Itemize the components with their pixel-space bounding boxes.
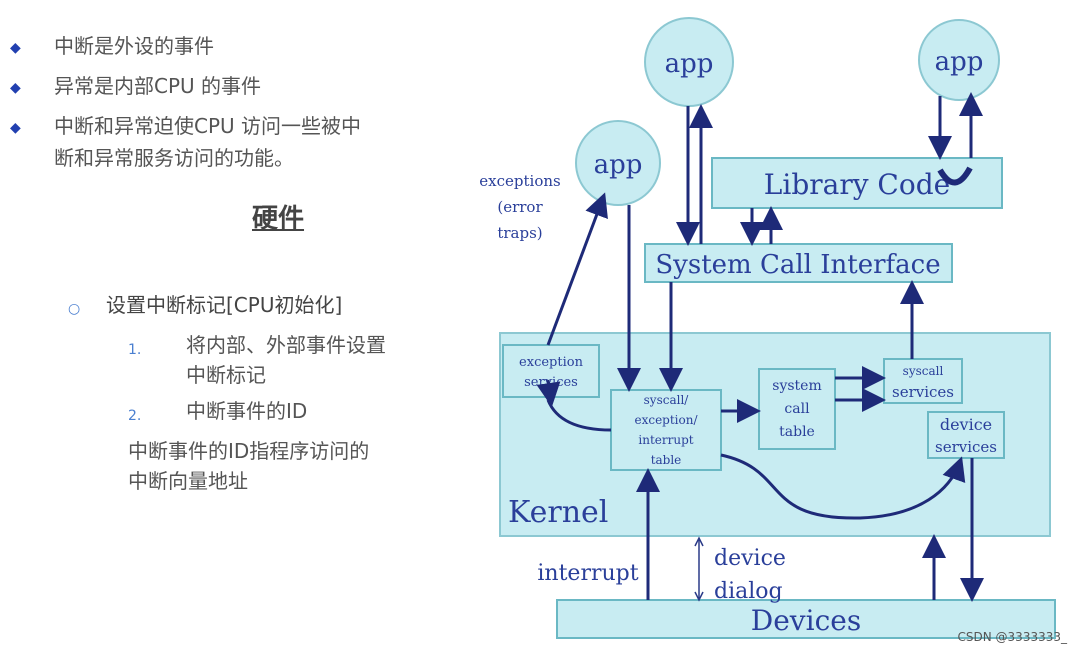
watermark: CSDN @3333333_ xyxy=(957,630,1067,644)
bullet-dot: ◆ xyxy=(10,40,21,56)
system-call-table-line-3: table xyxy=(779,424,815,440)
bullet-text-3: 中断和异常迫使CPU 访问一些被中 xyxy=(54,114,362,138)
note-line-2: 中断向量地址 xyxy=(128,469,248,493)
kernel-label: Kernel xyxy=(508,495,608,530)
device-services-box xyxy=(927,411,1005,459)
library-code-label: Library Code xyxy=(764,168,950,201)
library-call-curve xyxy=(937,166,973,186)
exception-services-line-2: services xyxy=(524,375,578,390)
devices-label: Devices xyxy=(751,604,861,637)
list-number-2: 2. xyxy=(128,408,142,424)
exceptions-label-line-2: (error xyxy=(497,198,543,216)
bullet-text-3-cont: 断和异常服务访问的功能。 xyxy=(54,146,294,170)
devices-box xyxy=(556,599,1056,639)
list-item-1-line-1: 将内部、外部事件设置 xyxy=(186,333,386,357)
system-call-table-line-1: system xyxy=(772,378,821,394)
note-line-1: 中断事件的ID指程序访问的 xyxy=(128,439,370,463)
device-services-line-1: device xyxy=(940,415,992,434)
left-text-panel: ◆ 中断是外设的事件 ◆ 异常是内部CPU 的事件 ◆ 中断和异常迫使CPU 访… xyxy=(0,0,470,654)
syscall-services-line-1: syscall xyxy=(903,364,944,378)
handler-table-line-3: interrupt xyxy=(638,433,693,447)
system-call-table-box xyxy=(758,368,836,450)
list-number-1: 1. xyxy=(128,342,142,358)
system-call-table-line-2: call xyxy=(784,401,810,417)
interrupt-label: interrupt xyxy=(537,561,638,586)
exceptions-label-line-1: exceptions xyxy=(479,172,560,190)
list-item-2-line-1: 中断事件的ID xyxy=(186,399,308,423)
hardware-heading: 硬件 xyxy=(252,204,305,234)
system-call-interface-label: System Call Interface xyxy=(655,250,940,280)
device-dialog-arrowhead-up xyxy=(694,536,704,547)
sub-bullet-dot: ○ xyxy=(68,301,81,317)
bullet-text-1: 中断是外设的事件 xyxy=(54,34,214,58)
device-services-line-2: services xyxy=(935,438,997,456)
exception-services-line-1: exception xyxy=(519,355,584,370)
handler-table-line-1: syscall/ xyxy=(644,393,690,407)
device-dialog-line-1: device xyxy=(714,546,786,571)
handler-table-line-4: table xyxy=(651,453,682,467)
syscall-services-line-2: services xyxy=(892,383,954,401)
list-item-1-line-2: 中断标记 xyxy=(186,363,266,387)
app-right-label: app xyxy=(935,47,984,77)
bullet-dot: ◆ xyxy=(10,80,21,96)
bullet-dot: ◆ xyxy=(10,120,21,136)
arrow-exception-to-app xyxy=(546,192,608,346)
app-left-circle xyxy=(575,120,661,206)
exceptions-label-line-3: traps) xyxy=(497,224,542,242)
app-left-label: app xyxy=(594,150,643,180)
app-center-label: app xyxy=(665,49,714,79)
bullet-text-2: 异常是内部CPU 的事件 xyxy=(54,74,262,98)
arrow-into-exception-services xyxy=(536,379,561,407)
device-dialog-arrowhead-down xyxy=(694,591,704,602)
system-call-interface-box xyxy=(644,243,953,283)
handler-table-line-2: exception/ xyxy=(634,413,698,427)
handler-table-box xyxy=(610,389,722,471)
device-dialog-line-2: dialog xyxy=(714,579,783,604)
curve-handler-to-device-services xyxy=(720,453,966,520)
sub-bullet-text: 设置中断标记[CPU初始化] xyxy=(106,293,343,317)
